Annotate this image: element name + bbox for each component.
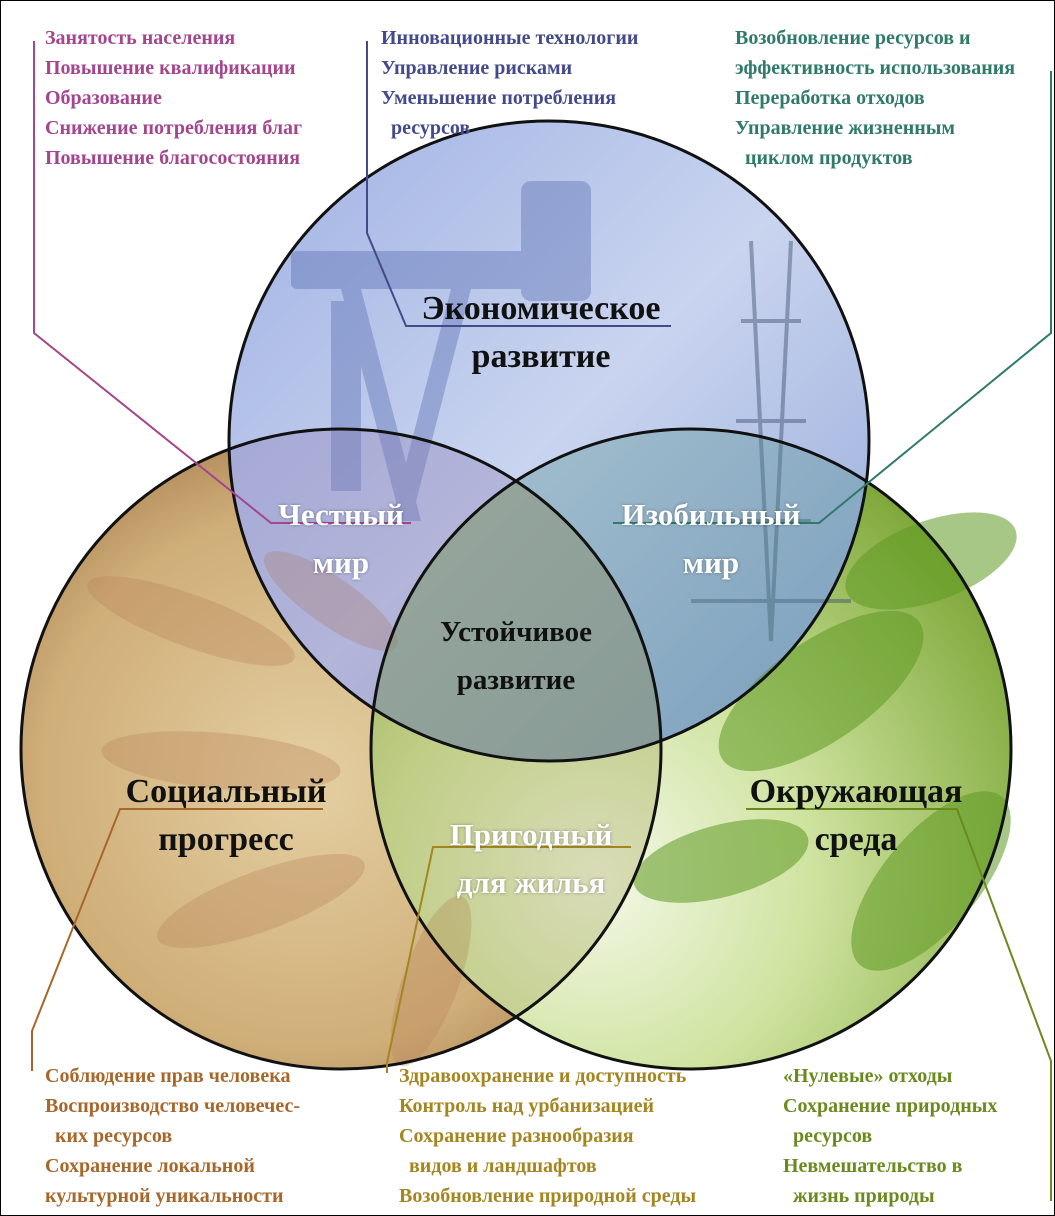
- leaves-illustration: [633, 512, 1017, 971]
- list-item: жизнь природы: [793, 1185, 935, 1207]
- list-item: ресурсов: [391, 117, 471, 139]
- list-item: Управление жизненным: [735, 117, 955, 139]
- list-item: Возобновление природной среды: [399, 1185, 697, 1207]
- list-item: Уменьшение потребления: [381, 87, 617, 109]
- list-item: культурной уникальности: [45, 1185, 284, 1207]
- connector-social-env: [386, 846, 631, 1073]
- list-item: эффективность использования: [735, 57, 1016, 79]
- list-item: «Нулевые» отходы: [783, 1065, 953, 1087]
- connector-social: [31, 808, 323, 1071]
- list-item: Снижение потребления благ: [45, 117, 303, 139]
- list-item: ких ресурсов: [55, 1125, 173, 1147]
- oil-pump-illustration: [291, 181, 591, 521]
- list-social-env: Здравоохранение и доступность Контроль н…: [399, 1061, 696, 1211]
- list-env: «Нулевые» отходы Сохранение природных ре…: [783, 1061, 997, 1211]
- list-econ-env: Возобновление ресурсов и эффективность и…: [735, 23, 1015, 173]
- list-item: Здравоохранение и доступность: [399, 1065, 687, 1087]
- list-item: видов и ландшафтов: [409, 1155, 597, 1177]
- list-item: Соблюдение прав человека: [45, 1065, 291, 1087]
- environment-outline: [369, 427, 1013, 1071]
- list-item: Повышение благосостояния: [45, 147, 301, 169]
- list-item: Воспроизводство человечес-: [45, 1095, 300, 1117]
- list-econ: Инновационные технологии Управление риск…: [381, 23, 638, 143]
- list-item: Образование: [45, 87, 162, 109]
- list-item: Инновационные технологии: [381, 27, 639, 49]
- list-item: Переработка отходов: [735, 87, 925, 109]
- economic-circle: [229, 121, 869, 761]
- list-item: Повышение квалификации: [45, 57, 296, 79]
- list-item: Занятость населения: [45, 27, 236, 49]
- list-item: Возобновление ресурсов и: [735, 27, 971, 49]
- list-item: Сохранение природных: [783, 1095, 998, 1117]
- connector-social-econ: [33, 41, 411, 524]
- list-item: Контроль над урбанизацией: [399, 1095, 655, 1117]
- list-social: Соблюдение прав человека Воспроизводство…: [45, 1061, 300, 1211]
- connector-econ-env: [613, 71, 1052, 524]
- list-item: Сохранение разнообразия: [399, 1125, 634, 1147]
- list-item: Невмешательство в: [783, 1155, 963, 1177]
- list-social-econ: Занятость населения Повышение квалификац…: [45, 23, 302, 173]
- connector-env: [746, 808, 1052, 1201]
- list-item: Управление рисками: [381, 57, 573, 79]
- list-item: Сохранение локальной: [45, 1155, 255, 1177]
- connector-econ: [366, 41, 671, 327]
- economic-outline: [227, 119, 871, 763]
- hands-illustration: [87, 551, 472, 1067]
- list-item: ресурсов: [793, 1125, 873, 1147]
- social-outline: [19, 427, 663, 1071]
- livable-region: [371, 429, 661, 1069]
- list-item: циклом продуктов: [745, 147, 913, 169]
